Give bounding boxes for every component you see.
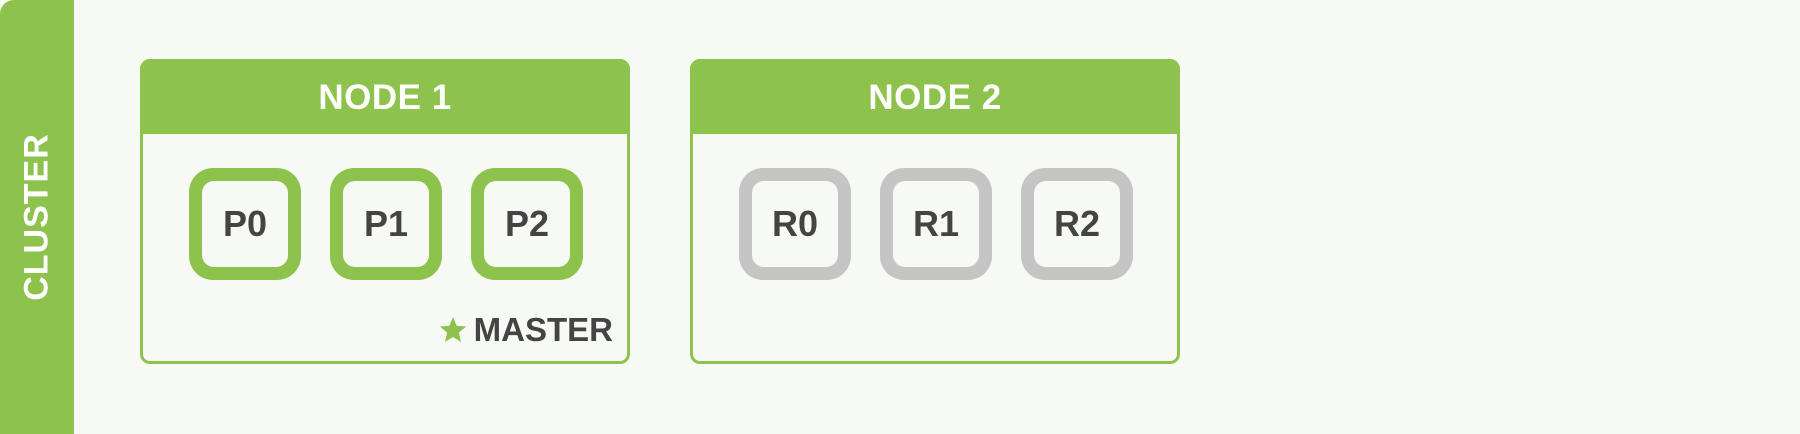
shard-label: R1: [893, 181, 979, 267]
node-1-shards: P0 P1 P2: [189, 168, 583, 280]
node-2-header: NODE 2: [693, 62, 1177, 134]
node-1-header: NODE 1: [143, 62, 627, 134]
shard-label: P1: [343, 181, 429, 267]
primary-shard-p2: P2: [471, 168, 583, 280]
shard-label: R0: [752, 181, 838, 267]
replica-shard-r0: R0: [739, 168, 851, 280]
primary-shard-p0: P0: [189, 168, 301, 280]
master-label: MASTER: [473, 311, 613, 348]
shard-label: P0: [202, 181, 288, 267]
node-2-shards: R0 R1 R2: [739, 168, 1133, 280]
node-2-box: NODE 2 R0 R1 R2: [690, 59, 1180, 364]
shard-label: P2: [484, 181, 570, 267]
shard-label: R2: [1034, 181, 1120, 267]
cluster-label: CLUSTER: [17, 133, 56, 301]
master-badge: MASTER: [438, 311, 613, 349]
star-icon: [439, 316, 466, 342]
node-1-box: NODE 1 P0 P1 P2 MASTER: [140, 59, 630, 364]
replica-shard-r2: R2: [1021, 168, 1133, 280]
primary-shard-p1: P1: [330, 168, 442, 280]
replica-shard-r1: R1: [880, 168, 992, 280]
cluster-bar: CLUSTER: [0, 0, 74, 434]
